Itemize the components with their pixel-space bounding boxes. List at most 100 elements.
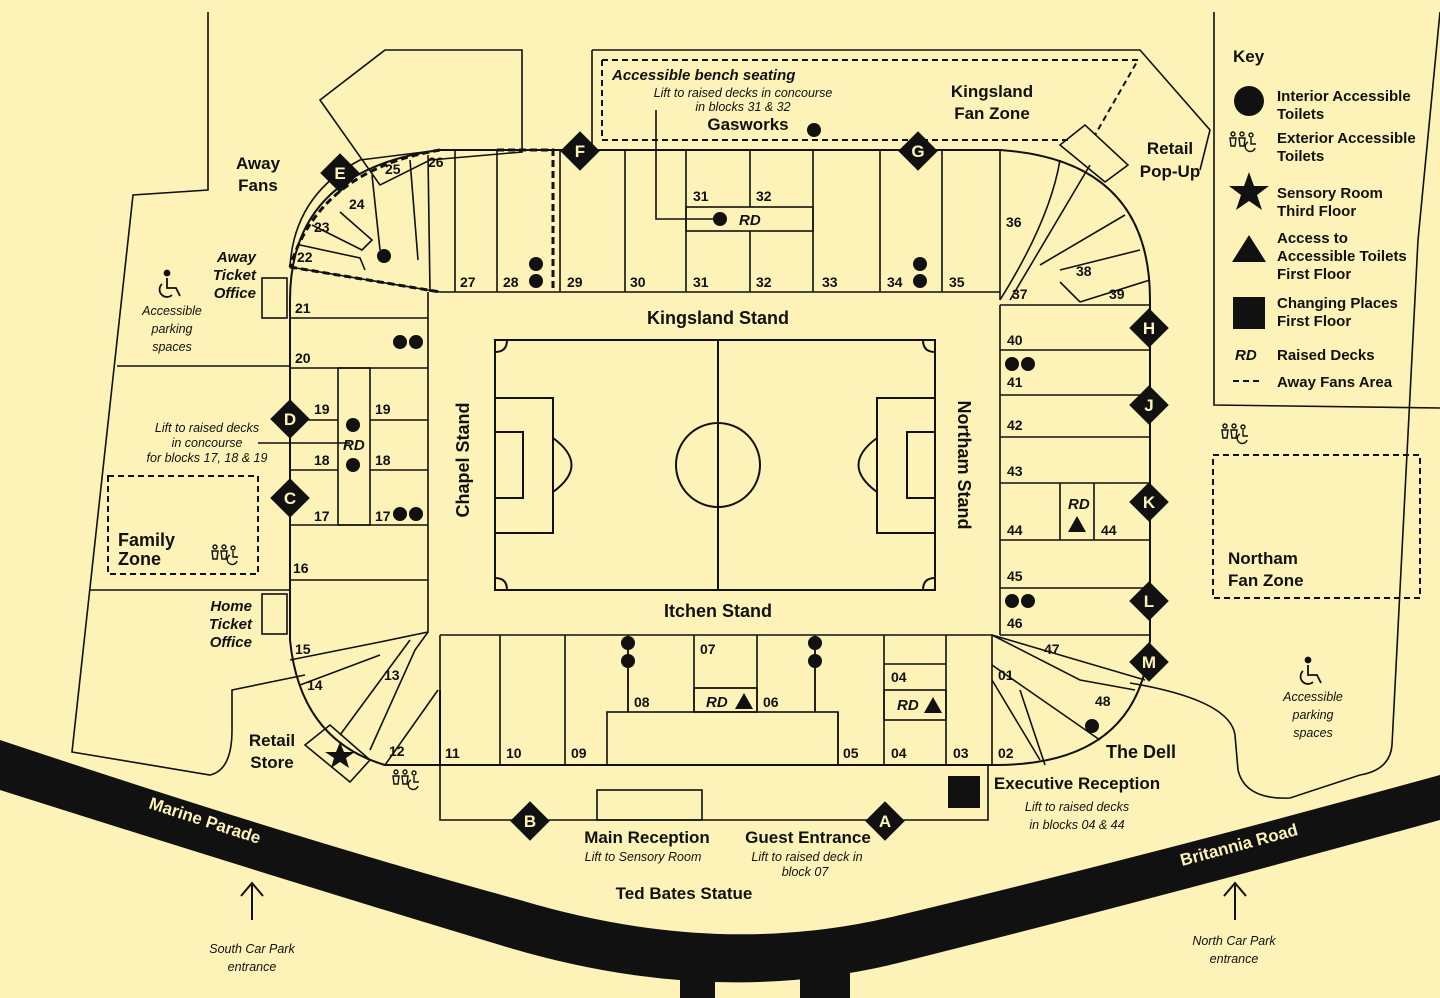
svg-text:Lift to raised deck in: Lift to raised deck in (751, 850, 862, 864)
gate-f: F (560, 131, 600, 171)
svg-text:North Car Park: North Car Park (1192, 934, 1276, 948)
accessible-parking-icon (158, 269, 1322, 685)
svg-text:20: 20 (295, 350, 311, 366)
svg-text:Office: Office (210, 634, 252, 651)
svg-text:Store: Store (250, 753, 293, 772)
svg-text:31: 31 (693, 188, 709, 204)
svg-text:Third Floor: Third Floor (1277, 203, 1356, 220)
key-changing-places-icon (1233, 297, 1265, 329)
svg-text:The Dell: The Dell (1106, 742, 1176, 762)
svg-text:Ticket: Ticket (213, 267, 257, 284)
svg-text:17: 17 (314, 508, 330, 524)
svg-text:33: 33 (822, 274, 838, 290)
svg-text:27: 27 (460, 274, 476, 290)
svg-text:Accessible: Accessible (141, 304, 202, 318)
svg-text:40: 40 (1007, 332, 1023, 348)
svg-text:Lift to raised decks in concou: Lift to raised decks in concourse (654, 86, 833, 100)
svg-text:J: J (1144, 396, 1153, 415)
svg-text:45: 45 (1007, 568, 1023, 584)
svg-text:13: 13 (384, 667, 400, 683)
svg-text:Lift to raised decks: Lift to raised decks (1025, 800, 1129, 814)
svg-text:10: 10 (506, 745, 522, 761)
svg-text:Fan Zone: Fan Zone (1228, 571, 1304, 590)
svg-text:Fans: Fans (238, 176, 278, 195)
svg-text:21: 21 (295, 300, 311, 316)
svg-text:Lift to Sensory Room: Lift to Sensory Room (585, 850, 702, 864)
svg-text:RD: RD (739, 212, 761, 229)
svg-text:entrance: entrance (1210, 952, 1259, 966)
svg-text:First Floor: First Floor (1277, 313, 1351, 330)
svg-text:17: 17 (375, 508, 391, 524)
changing-places-marker (948, 776, 980, 808)
svg-text:Fan Zone: Fan Zone (954, 104, 1030, 123)
lift-lines (258, 110, 816, 712)
svg-text:29: 29 (567, 274, 583, 290)
family-zone-area (107, 475, 259, 575)
kingsland-blocks (440, 148, 1001, 300)
svg-text:RD: RD (706, 694, 728, 711)
svg-text:12: 12 (389, 743, 405, 759)
gate-m: M (1129, 642, 1169, 682)
svg-text:G: G (911, 142, 924, 161)
block-numbers: 01 02 03 04 04 05 06 07 08 09 10 11 12 1… (293, 154, 1125, 761)
svg-text:34: 34 (887, 274, 903, 290)
exterior-toilet-icons (211, 423, 1248, 791)
svg-text:Retail: Retail (249, 731, 295, 750)
svg-text:D: D (284, 410, 296, 429)
svg-text:02: 02 (998, 745, 1014, 761)
svg-text:spaces: spaces (1293, 726, 1333, 740)
key-access-triangle-icon (1232, 235, 1266, 262)
key-rd-icon: RD (1235, 347, 1257, 364)
svg-text:43: 43 (1007, 463, 1023, 479)
gate-l: L (1129, 581, 1169, 621)
svg-text:11: 11 (445, 745, 460, 761)
svg-text:Home: Home (210, 598, 252, 615)
svg-text:05: 05 (843, 745, 859, 761)
svg-text:B: B (524, 812, 536, 831)
svg-text:47: 47 (1044, 641, 1060, 657)
svg-text:Toilets: Toilets (1277, 106, 1324, 123)
svg-text:Office: Office (214, 285, 256, 302)
svg-text:36: 36 (1006, 214, 1022, 230)
svg-text:Sensory Room: Sensory Room (1277, 185, 1383, 202)
interior-toilet-dots (346, 123, 1099, 733)
svg-text:Guest Entrance: Guest Entrance (745, 828, 871, 847)
svg-text:Away: Away (236, 154, 281, 173)
svg-text:Pop-Up: Pop-Up (1140, 162, 1200, 181)
key-exterior-toilet-icon (1229, 131, 1256, 153)
svg-text:30: 30 (630, 274, 646, 290)
svg-text:Away Fans Area: Away Fans Area (1277, 374, 1393, 391)
svg-text:Ticket: Ticket (209, 616, 253, 633)
svg-text:RD: RD (1068, 496, 1090, 513)
svg-text:Gasworks: Gasworks (707, 115, 788, 134)
svg-text:parking: parking (1292, 708, 1334, 722)
svg-text:Accessible bench seating: Accessible bench seating (611, 67, 795, 84)
svg-text:F: F (575, 142, 585, 161)
svg-text:parking: parking (151, 322, 193, 336)
chapel-blocks (261, 277, 429, 635)
key-sensory-star-icon (1229, 172, 1269, 210)
away-corner-blocks (288, 148, 441, 294)
svg-text:19: 19 (314, 401, 330, 417)
map-key: Key Interior Accessible Toilets Exterior… (1229, 47, 1416, 391)
svg-text:Accessible Toilets: Accessible Toilets (1277, 248, 1407, 265)
sensory-room-star-marker (325, 742, 355, 768)
svg-text:04: 04 (891, 745, 907, 761)
svg-text:Raised Decks: Raised Decks (1277, 347, 1375, 364)
svg-text:Executive Reception: Executive Reception (994, 774, 1160, 793)
svg-text:Kingsland: Kingsland (951, 82, 1033, 101)
svg-text:spaces: spaces (152, 340, 192, 354)
svg-text:Northam: Northam (1228, 549, 1298, 568)
itchen-stand-label: Itchen Stand (664, 601, 772, 621)
svg-text:L: L (1144, 592, 1154, 611)
northam-fan-zone-area (1212, 454, 1421, 599)
svg-text:K: K (1143, 493, 1156, 512)
svg-text:M: M (1142, 653, 1156, 672)
svg-text:Main Reception: Main Reception (584, 828, 710, 847)
car-park-arrows (240, 881, 1247, 920)
svg-text:32: 32 (756, 188, 772, 204)
svg-text:42: 42 (1007, 417, 1023, 433)
svg-text:38: 38 (1076, 263, 1092, 279)
gate-d: D (270, 399, 310, 439)
